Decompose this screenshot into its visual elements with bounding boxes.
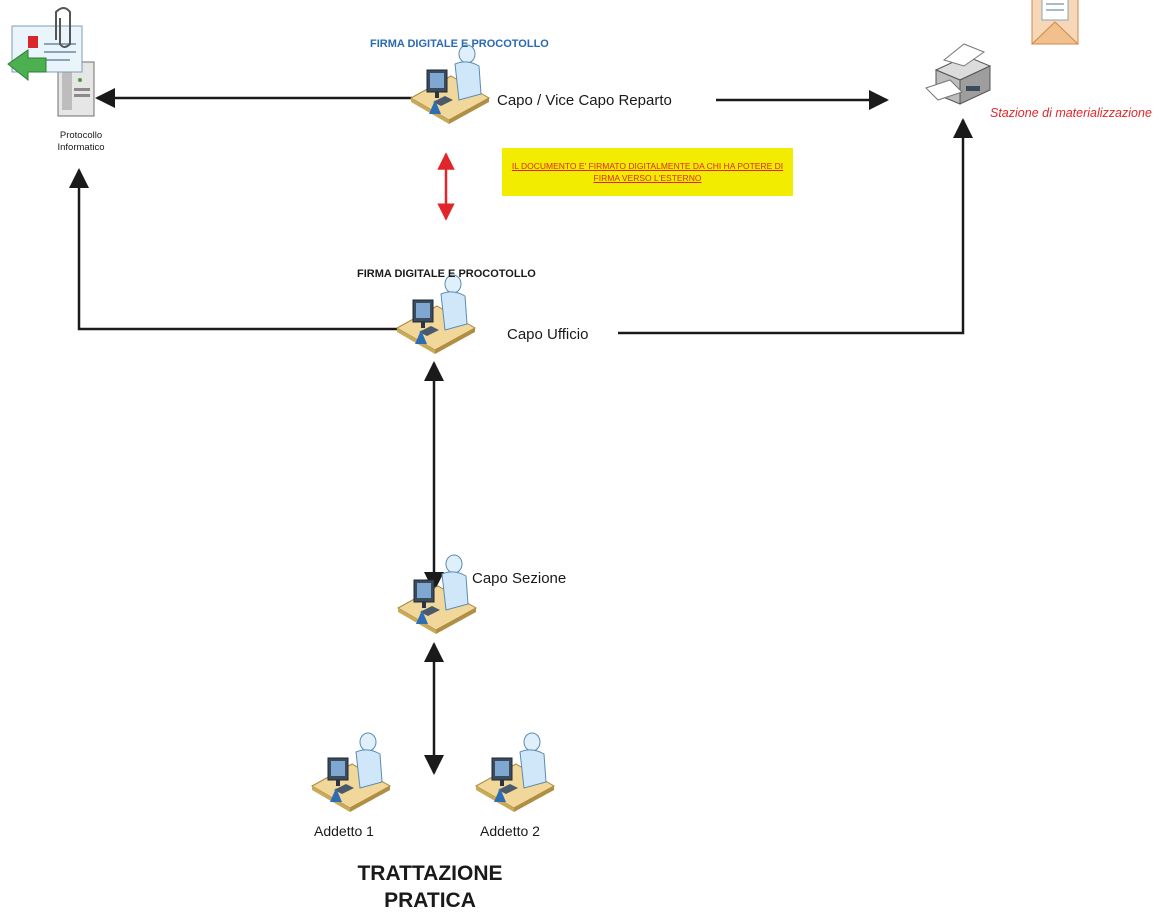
middle-title: FIRMA DIGITALE E PROCOTOLLO bbox=[357, 268, 536, 280]
workstation-user-icon bbox=[410, 44, 490, 125]
server-mail-icon bbox=[7, 7, 95, 117]
role-capo-sezione: Capo Sezione bbox=[472, 570, 567, 587]
station-label: Stazione di materializzazione bbox=[990, 106, 1152, 120]
workstation-user-icon bbox=[475, 732, 555, 813]
worker-label-2: Addetto 2 bbox=[480, 823, 540, 839]
envelope-icon bbox=[1030, 0, 1080, 45]
worker-label-1: Addetto 1 bbox=[314, 823, 374, 839]
printer-icon bbox=[925, 43, 992, 105]
signature-note: IL DOCUMENTO E' FIRMATO DIGITALMENTE DA … bbox=[502, 148, 793, 196]
edge-ufficio-to-stazione bbox=[618, 118, 973, 335]
role-capo-vice-capo-reparto: Capo / Vice Capo Reparto bbox=[497, 92, 672, 109]
signature-note-text: IL DOCUMENTO E' FIRMATO DIGITALMENTE DA … bbox=[511, 161, 784, 183]
footer-title: TRATTAZIONE PRATICA bbox=[357, 862, 503, 912]
workstation-user-icon bbox=[397, 554, 477, 635]
workstation-user-icon bbox=[396, 274, 476, 355]
protocol-label: Protocollo Informatico bbox=[57, 130, 105, 153]
top-title: FIRMA DIGITALE E PROCOTOLLO bbox=[370, 38, 549, 50]
edge-ufficio-to-protocollo bbox=[69, 168, 398, 331]
workstation-user-icon bbox=[311, 732, 391, 813]
role-capo-ufficio: Capo Ufficio bbox=[507, 326, 589, 343]
